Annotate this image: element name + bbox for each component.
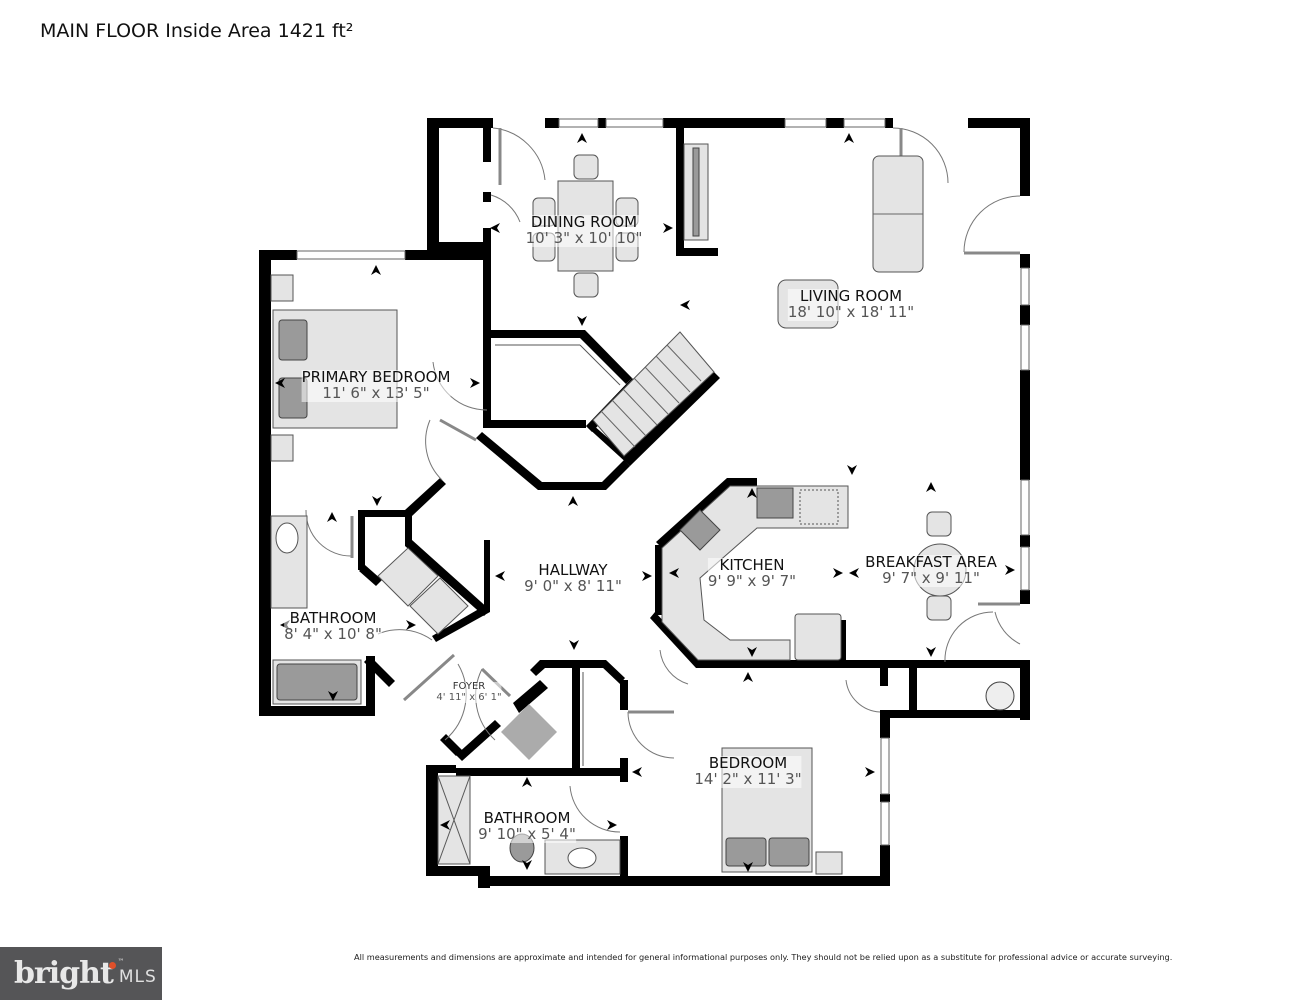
bright-mls-logo: bright ™ MLS (0, 947, 162, 1000)
logo-main-text: bright (14, 956, 114, 991)
room-label-primary-bedroom: PRIMARY BEDROOM 11' 6" x 13' 5" (301, 368, 451, 402)
room-name: BEDROOM (694, 755, 802, 772)
room-name: PRIMARY BEDROOM (301, 368, 451, 386)
room-label-breakfast-area: BREAKFAST AREA 9' 7" x 9' 11" (865, 553, 997, 587)
room-label-bathroom-1: BATHROOM 8' 4" x 10' 8" (284, 610, 382, 643)
room-name: DINING ROOM (525, 214, 643, 231)
room-name: BATHROOM (284, 610, 382, 627)
windows (296, 118, 1030, 846)
logo-wordmark: bright ™ (14, 956, 124, 991)
disclaimer-text: All measurements and dimensions are appr… (354, 952, 1173, 962)
room-label-living-room: LIVING ROOM 18' 10" x 18' 11" (787, 288, 915, 321)
room-dimensions: 9' 7" x 9' 11" (865, 570, 997, 587)
room-dimensions: 14' 2" x 11' 3" (694, 769, 802, 788)
room-label-hallway: HALLWAY 9' 0" x 8' 11" (524, 562, 622, 595)
room-label-bathroom-2: BATHROOM 9' 10" x 5' 4" (478, 810, 576, 843)
room-name: HALLWAY (524, 562, 622, 579)
floor-title: MAIN FLOOR Inside Area 1421 ft² (40, 20, 354, 42)
room-name: BATHROOM (478, 810, 576, 827)
logo-trademark: ™ (117, 958, 124, 965)
logo-sub-text: MLS (118, 966, 157, 987)
room-label-kitchen: KITCHEN 9' 9" x 9' 7" (707, 557, 797, 590)
room-name: BREAKFAST AREA (865, 553, 997, 571)
room-dimensions: 8' 4" x 10' 8" (284, 624, 382, 643)
room-dimensions: 9' 0" x 8' 11" (524, 576, 622, 595)
room-label-foyer: FOYER 4' 11" x 6' 1" (436, 681, 502, 703)
room-name: FOYER (436, 681, 502, 693)
room-name: LIVING ROOM (787, 288, 915, 305)
logo-dot-icon (108, 962, 116, 969)
furniture (270, 143, 1015, 875)
room-dimensions: 9' 10" x 5' 4" (478, 824, 576, 843)
room-name: KITCHEN (707, 557, 797, 574)
room-dimensions: 18' 10" x 18' 11" (787, 302, 915, 321)
room-label-dining-room: DINING ROOM 10' 3" x 10' 10" (525, 214, 643, 247)
room-label-bedroom: BEDROOM 14' 2" x 11' 3" (694, 755, 802, 788)
room-dimensions: 9' 9" x 9' 7" (707, 571, 797, 590)
room-dimensions: 10' 3" x 10' 10" (525, 228, 643, 247)
walls (259, 118, 1030, 888)
room-dimensions: 11' 6" x 13' 5" (301, 385, 451, 402)
room-dimensions: 4' 11" x 6' 1" (436, 691, 502, 703)
